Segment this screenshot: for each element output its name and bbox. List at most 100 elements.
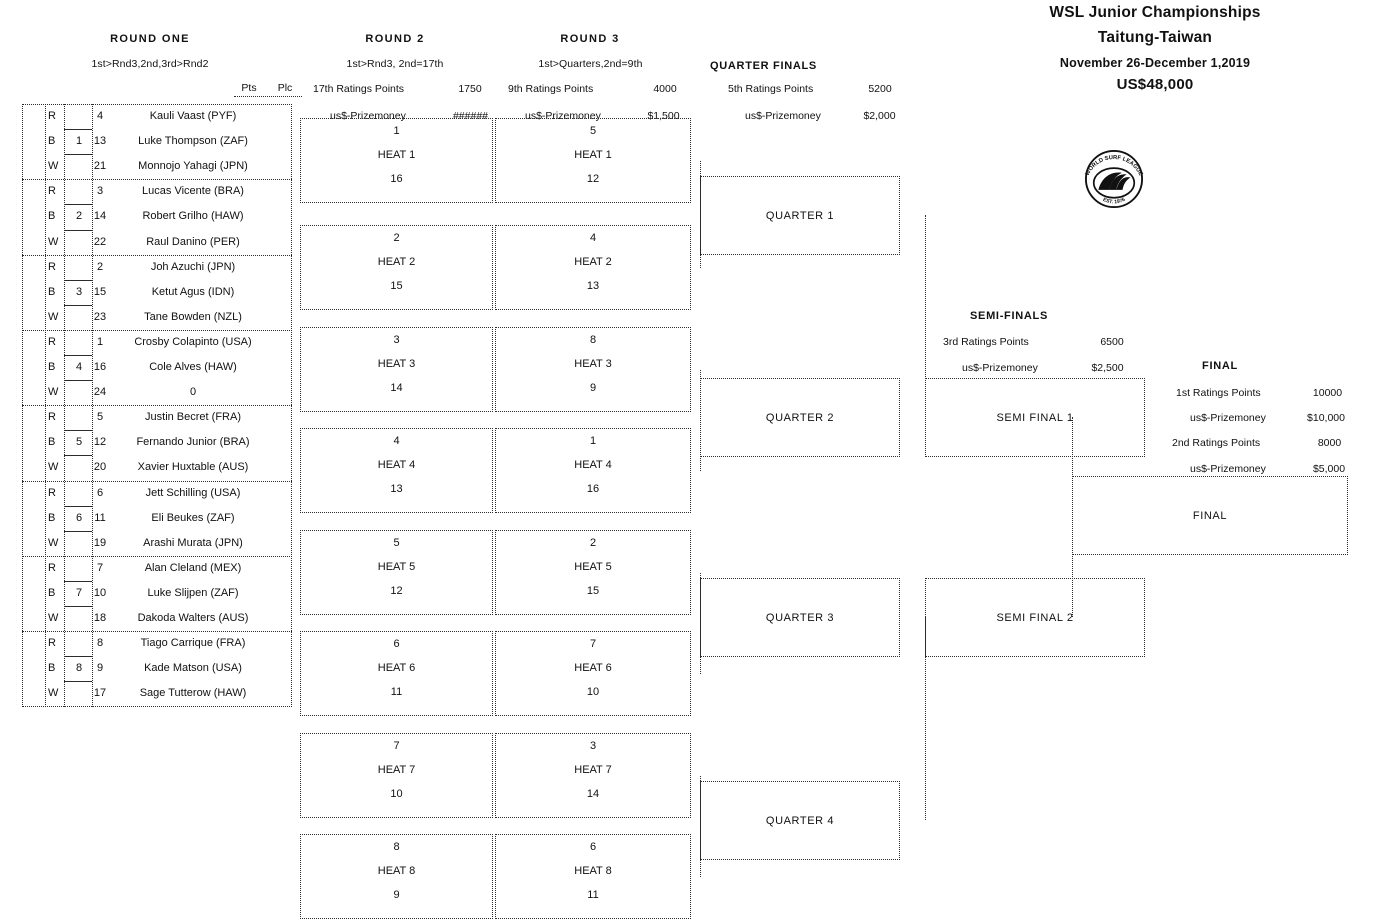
surfer-position-marker: B [48, 662, 56, 675]
round-three-heat-label: HEAT 4 [574, 459, 612, 471]
round-two-top-seed: 6 [393, 638, 400, 650]
surfer-seed: 8 [96, 637, 104, 650]
final-box[interactable]: FINAL [1072, 476, 1348, 555]
final-second-prize-label: us$-Prizemoney [1190, 463, 1266, 475]
event-purse: US$48,000 [1116, 76, 1194, 93]
round-three-heat-label: HEAT 1 [574, 149, 612, 161]
round-one-heat-number: 3 [75, 285, 83, 298]
round-one-heat-separator [22, 555, 292, 557]
quarter-3-label: QUARTER 3 [765, 611, 835, 624]
quarter-4-box[interactable]: QUARTER 4 [700, 781, 900, 860]
surfer-name: Jett Schilling (USA) [145, 486, 241, 499]
surfer-position-marker: R [48, 110, 56, 122]
round-one-heat-separator [22, 179, 292, 181]
quarter-2-label: QUARTER 2 [765, 411, 835, 424]
round-two-bottom-seed: 13 [390, 483, 403, 495]
round-one-heat-number: 8 [75, 662, 83, 675]
surfer-seed: 18 [93, 612, 107, 624]
round-three-heat-label: HEAT 7 [574, 764, 612, 776]
round-one-heat-separator [22, 405, 292, 407]
seed-cell-underline [64, 304, 92, 306]
surfer-name: Ketut Agus (IDN) [151, 285, 235, 298]
round-two-top-seed: 5 [393, 537, 400, 549]
surfer-seed: 7 [96, 561, 104, 574]
seed-cell-underline [64, 505, 92, 507]
quarter-2-box[interactable]: QUARTER 2 [700, 378, 900, 457]
round-two-top-seed: 3 [393, 334, 400, 346]
surfer-position-marker: W [48, 386, 59, 399]
round-two-top-seed: 7 [393, 740, 400, 752]
round-two-heat-label: HEAT 3 [377, 358, 416, 370]
surfer-name: Tane Bowden (NZL) [144, 310, 242, 323]
surfer-name: Kade Matson (USA) [144, 662, 242, 675]
round-one-heat-number: 6 [75, 511, 83, 524]
round-one-subtitle: 1st>Rnd3,2nd,3rd>Rnd2 [91, 58, 209, 70]
semi-final-1-box[interactable]: SEMI FINAL 1 [925, 378, 1145, 457]
surfer-seed: 16 [93, 361, 107, 373]
round-one-heat-number: 1 [75, 135, 83, 148]
surfer-position-marker: R [48, 561, 56, 574]
round-two-top-seed: 2 [393, 232, 400, 244]
surfer-name: Cole Alves (HAW) [149, 361, 237, 373]
round-two-bottom-seed: 14 [390, 382, 403, 394]
quarter-1-box[interactable]: QUARTER 1 [700, 176, 900, 255]
round-two-bottom-seed: 9 [393, 889, 400, 901]
semi-final-2-box[interactable]: SEMI FINAL 2 [925, 578, 1145, 657]
semi-final-2-connector [925, 617, 926, 820]
round-two-subtitle: 1st>Rnd3, 2nd=17th [346, 58, 444, 70]
surfer-name: Tiago Carrique (FRA) [140, 637, 246, 650]
surfer-seed: 14 [93, 210, 107, 223]
quarter-3-box[interactable]: QUARTER 3 [700, 578, 900, 657]
round-two-top-seed: 1 [393, 125, 400, 137]
surfer-name: Xavier Huxtable (AUS) [137, 461, 249, 474]
seed-cell-underline [64, 129, 92, 131]
surfer-position-marker: R [48, 260, 56, 273]
surfer-seed: 3 [96, 185, 104, 198]
surfer-name: Luke Slijpen (ZAF) [147, 586, 239, 599]
seed-cell-underline [64, 355, 92, 356]
surfer-seed: 6 [96, 486, 104, 499]
round-one-heat-number: 5 [75, 436, 83, 449]
final-box-label: FINAL [1192, 509, 1228, 522]
